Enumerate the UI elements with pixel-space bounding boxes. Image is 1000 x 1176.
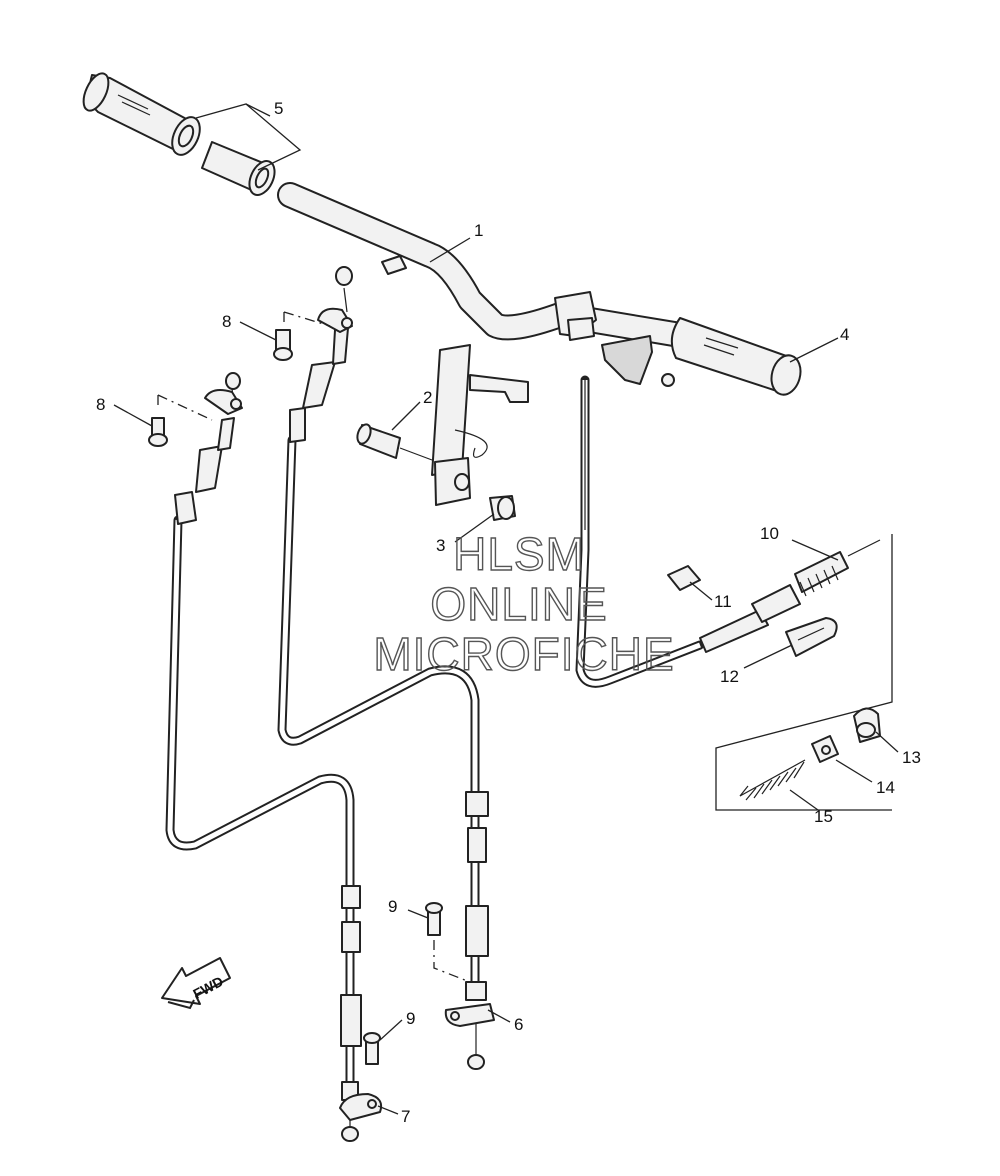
handlebar — [277, 182, 693, 506]
watermark: HLSM ONLINE MICROFICHE — [373, 527, 675, 680]
watermark-line-2: ONLINE — [430, 578, 607, 630]
callout-12: 12 — [720, 667, 739, 686]
callout-7: 7 — [401, 1107, 410, 1126]
callout-4: 4 — [840, 325, 849, 344]
callout-10: 10 — [760, 524, 779, 543]
callout-2: 2 — [423, 388, 432, 407]
callout-15: 15 — [814, 807, 833, 826]
brake-cable-10 — [699, 539, 881, 653]
assembly-brackets — [157, 103, 893, 983]
left-grip — [82, 72, 276, 196]
callout-labels: 1 2 3 4 5 6 7 8 8 9 9 10 11 12 13 14 15 — [96, 99, 921, 1126]
callout-13: 13 — [902, 748, 921, 767]
callout-9-lower: 9 — [406, 1009, 415, 1028]
screws — [148, 329, 443, 1065]
callout-8-lower: 8 — [96, 395, 105, 414]
cables — [165, 266, 705, 1142]
callout-1: 1 — [474, 221, 483, 240]
leader-lines — [113, 103, 899, 1115]
callout-9-upper: 9 — [388, 897, 397, 916]
right-grip — [670, 317, 802, 396]
callout-6: 6 — [514, 1015, 523, 1034]
holder-12 — [785, 617, 838, 657]
bolt-2 — [356, 423, 433, 461]
collar-3 — [489, 495, 516, 521]
nut-13 — [853, 707, 881, 743]
callout-3: 3 — [436, 536, 445, 555]
pin-14 — [811, 735, 839, 763]
callout-5: 5 — [274, 99, 283, 118]
cable-brackets — [204, 307, 495, 1121]
fwd-arrow: FWD — [161, 957, 231, 1010]
watermark-line-3: MICROFICHE — [373, 628, 674, 680]
callout-14: 14 — [876, 778, 895, 797]
watermark-line-1: HLSM — [453, 528, 585, 580]
callout-8-upper: 8 — [222, 312, 231, 331]
callout-11: 11 — [714, 592, 732, 611]
spring-15 — [739, 759, 806, 801]
